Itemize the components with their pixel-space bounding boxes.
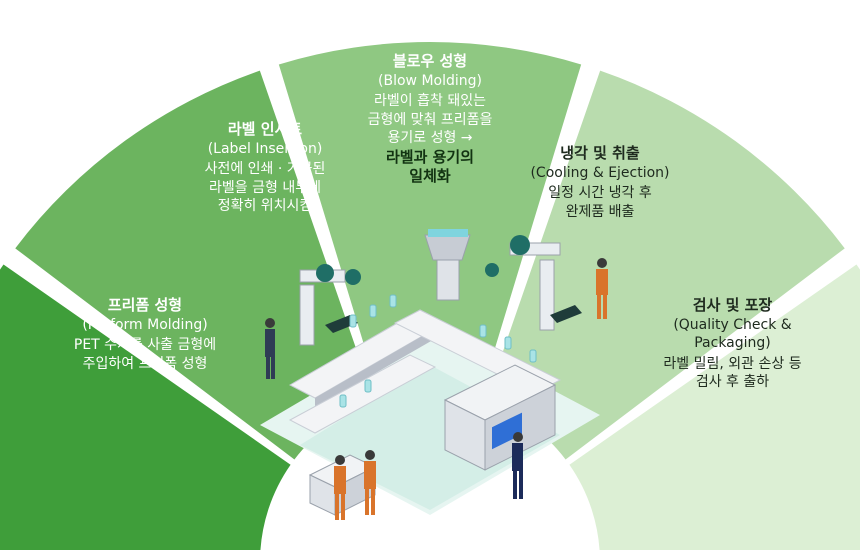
segment-title: 프리폼 성형 [107, 296, 183, 314]
robot-arm-right [485, 235, 582, 331]
segment-desc-line: 정확히 위치시킴 [217, 198, 313, 215]
segment-desc-line: 라벨 밀림, 외관 손상 등 [663, 355, 802, 372]
segment-desc-line: 주입하여 프리폼 성형 [82, 355, 208, 372]
segment-desc-line: 검사 후 출하 [695, 374, 770, 391]
segment-title: 블로우 성형 [392, 52, 468, 70]
segment-subtitle: (Label Insertion) [207, 140, 323, 157]
bottles [339, 294, 537, 408]
segment-desc-line: 일정 시간 냉각 후 [548, 185, 652, 202]
segment-desc-line: 라벨이 흡착 돼있는 [374, 93, 486, 110]
segment-desc-line: 용기로 성형 → [387, 130, 473, 147]
segment-subtitle: (Blow Molding) [378, 72, 482, 89]
segment-subtitle: (Cooling & Ejection) [530, 164, 670, 181]
segment-inspection-wedge [569, 264, 860, 550]
segment-subtitle: (Quality Check & [673, 316, 792, 333]
segment-blow-molding: 블로우 성형 (Blow Molding) 라벨이 흡착 돼있는 금형에 맞춰 … [335, 52, 525, 187]
hopper [424, 234, 471, 261]
worker-navy [512, 432, 523, 499]
segment-desc-line: 사전에 인쇄 · 가공된 [204, 161, 326, 178]
segment-title: 라벨 인서트 [227, 120, 303, 138]
segment-desc-line: 라벨을 금형 내부에 [209, 179, 321, 196]
segment-title: 냉각 및 취출 [560, 144, 640, 162]
worker-orange-2 [364, 450, 376, 515]
segment-subtitle: Packaging) [694, 335, 771, 352]
segment-desc-line: 완제품 배출 [565, 203, 635, 220]
conveyor-lower [288, 354, 437, 434]
segment-label-insertion: 라벨 인서트 (Label Insertion) 사전에 인쇄 · 가공된 라벨… [165, 120, 365, 216]
segment-label-insert-wedge [15, 70, 375, 460]
inspection-machine [443, 364, 557, 471]
segment-preform-molding: 프리폼 성형 (Preform Molding) PET 수지를 사출 금형에 … [40, 296, 250, 373]
hopper-column [436, 259, 460, 301]
segment-quality-packaging: 검사 및 포장 (Quality Check & Packaging) 라벨 밀… [630, 296, 835, 392]
factory-illustration [260, 229, 608, 520]
worker-orange-3 [596, 258, 608, 319]
segment-subtitle: (Preform Molding) [82, 316, 208, 333]
segment-preform-wedge [0, 264, 291, 550]
segment-highlight-line: 라벨과 용기의 [385, 147, 475, 166]
worker-left-suit [265, 318, 275, 379]
segment-desc-line: PET 수지를 사출 금형에 [73, 337, 217, 354]
segment-title: 검사 및 포장 [692, 296, 773, 314]
hopper-top [428, 229, 468, 237]
worker-orange-1 [334, 455, 346, 520]
segment-highlight-line: 일체화 [409, 167, 451, 186]
segment-cooling-wedge [485, 70, 845, 460]
segment-desc-line: 금형에 맞춰 프리폼을 [367, 111, 493, 128]
segment-cooling-ejection: 냉각 및 취출 (Cooling & Ejection) 일정 시간 냉각 후 … [510, 144, 690, 221]
robot-arm-left [299, 264, 361, 346]
segment-blow-wedge [278, 41, 582, 400]
conveyor-upper-side [315, 323, 445, 408]
